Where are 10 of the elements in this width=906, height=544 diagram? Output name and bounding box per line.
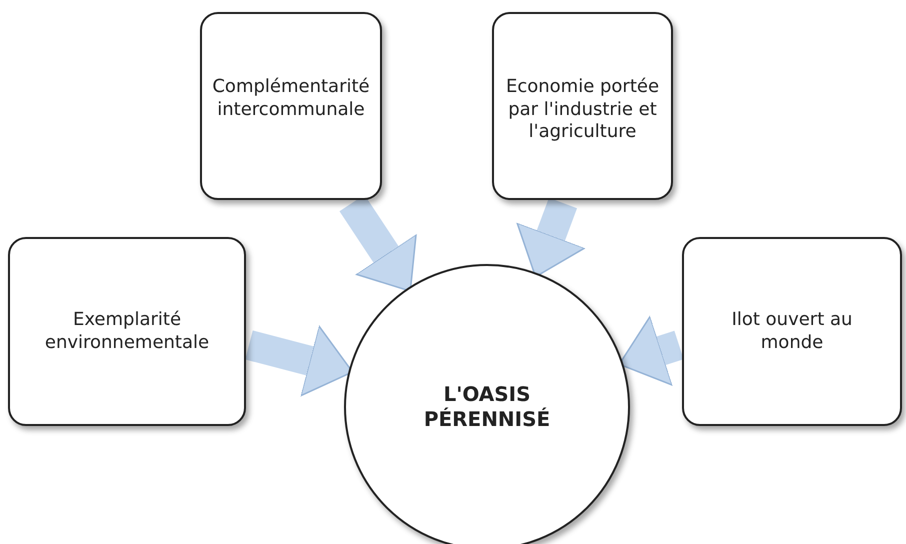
text-box	[200, 12, 382, 200]
box-text: Exemplarité environnementale	[44, 309, 210, 354]
box-text: Economie portée par l'industrie et l'agriculture	[504, 76, 660, 144]
text-box	[492, 12, 673, 200]
text-box	[8, 237, 246, 426]
box-text: Complémentarité intercommunale	[211, 76, 371, 121]
box-text: Ilot ouvert au monde	[730, 309, 854, 354]
text-box	[682, 237, 902, 426]
center-title: L'OASIS PÉRENNISÉ	[422, 382, 552, 432]
block-arrow	[516, 198, 586, 278]
